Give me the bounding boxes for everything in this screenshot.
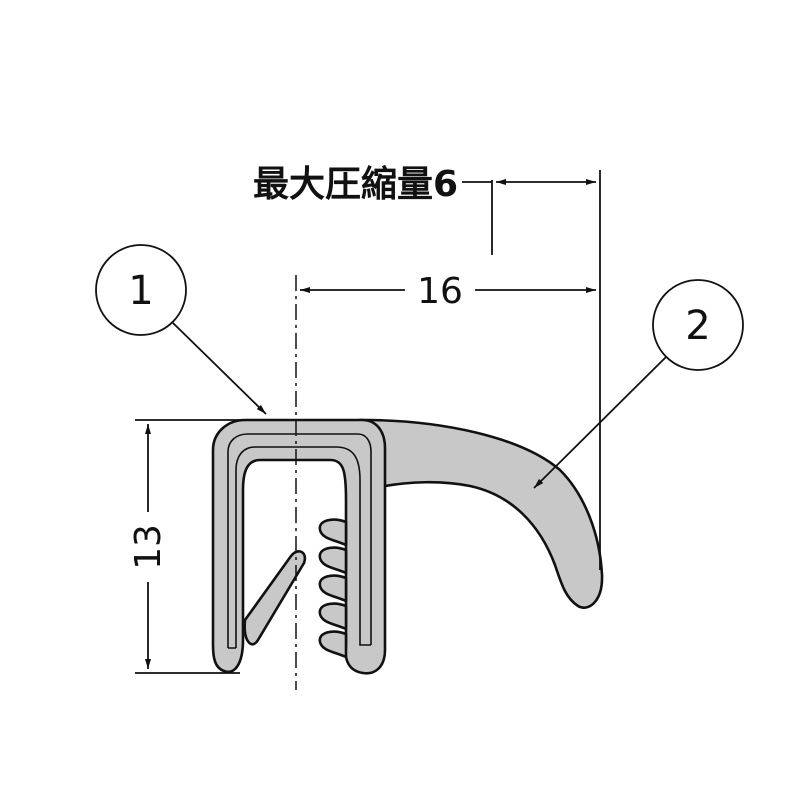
seal-right-tooth-2 — [318, 546, 348, 575]
height-dimension-label: 13 — [128, 524, 169, 570]
max-compression-label: 最大圧縮量6 — [253, 164, 458, 205]
seal-left-tooth — [243, 550, 307, 646]
seal-right-tooth-3 — [318, 574, 348, 603]
seal-right-tooth-5 — [318, 630, 348, 659]
callout-circle-1 — [95, 244, 187, 336]
seal-lip — [358, 418, 604, 609]
width-label-bg — [405, 270, 475, 310]
width-dimension-label: 16 — [417, 271, 463, 312]
seal-right-tooth-4 — [318, 602, 348, 631]
callout-number-2: 2 — [685, 303, 710, 349]
seal-right-tooth-1 — [318, 518, 348, 547]
height-label-bg — [128, 512, 168, 582]
callout-leader-2 — [533, 356, 667, 489]
callout-number-1: 1 — [128, 268, 153, 314]
callout-circle-2 — [652, 279, 744, 371]
callout-leader-1 — [171, 321, 267, 415]
metal-core — [227, 433, 372, 649]
